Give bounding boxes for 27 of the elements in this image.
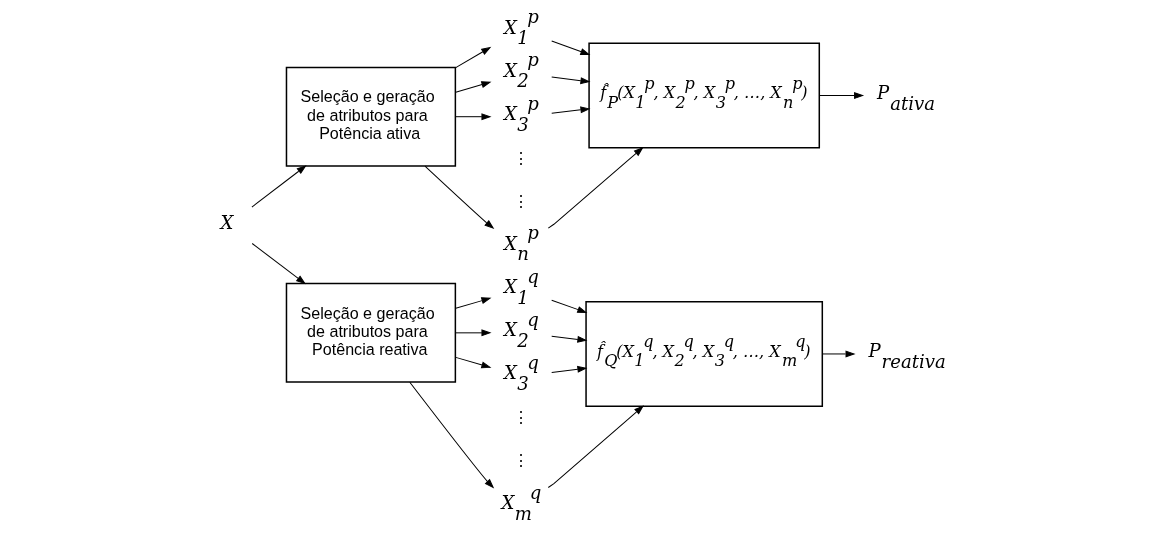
label: ⋮	[512, 148, 529, 168]
arrow	[550, 76, 590, 85]
arrow	[454, 329, 492, 337]
arrow	[550, 106, 590, 114]
node-box: Seleção e geração de atributos para Potência reativa	[285, 282, 456, 383]
arrow	[424, 165, 494, 230]
arrow	[550, 40, 590, 55]
arrow	[821, 350, 856, 358]
arrow	[408, 381, 494, 489]
node-box: Seleção e geração de atributos para Potência ativa	[285, 66, 456, 167]
arrow	[454, 81, 491, 93]
arrow	[454, 113, 492, 121]
arrow	[550, 335, 587, 343]
arrow	[547, 405, 644, 488]
node-text: X	[220, 211, 233, 233]
arrow	[454, 356, 491, 369]
label: ⋮	[512, 451, 529, 471]
label: ⋮	[512, 191, 529, 211]
arrow	[818, 92, 864, 100]
arrow	[547, 146, 644, 229]
arrow	[454, 46, 491, 69]
arrow	[454, 297, 491, 309]
arrow	[550, 299, 587, 313]
arrow	[550, 365, 587, 373]
label: ⋮	[512, 408, 529, 428]
arrow	[251, 243, 306, 285]
arrow	[250, 165, 307, 208]
